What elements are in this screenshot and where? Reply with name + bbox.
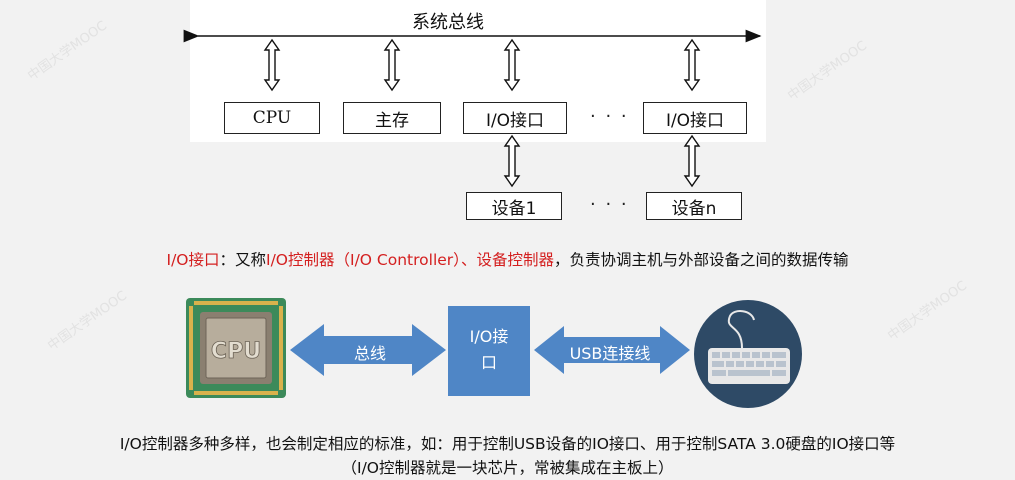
illustration-arrows <box>290 324 690 376</box>
io-interface-module: I/O接口 <box>643 102 747 134</box>
keyboard-icon <box>694 300 802 408</box>
ellipsis: · · · <box>590 194 629 215</box>
bus-diagram-lines <box>183 29 762 188</box>
usb-cable-arrow <box>534 326 690 374</box>
cpu-module: CPU <box>224 102 320 134</box>
double-arrow <box>383 38 401 92</box>
definition-alias-2: 设备控制器 <box>476 251 554 269</box>
bus-arrow <box>290 324 446 376</box>
usb-arrow-label: USB连接线 <box>569 344 651 363</box>
double-arrow <box>263 38 281 92</box>
double-arrow <box>683 38 701 92</box>
definition-term: I/O接口 <box>166 251 220 269</box>
cpu-chip-text: CPU <box>211 339 261 364</box>
ellipsis: · · · <box>590 106 629 127</box>
cpu-chip-icon: CPU <box>186 298 286 398</box>
double-arrow <box>503 134 521 188</box>
double-arrow <box>503 38 521 92</box>
device-n: 设备n <box>646 192 742 220</box>
definition-alias-1: I/O控制器（I/O Controller） <box>266 251 461 269</box>
device-1: 设备1 <box>466 192 562 220</box>
bus-arrow-label: 总线 <box>353 344 386 363</box>
memory-module: 主存 <box>343 102 441 134</box>
note-line-1: I/O控制器多种多样，也会制定相应的标准，如：用于控制USB设备的IO接口、用于… <box>119 435 896 453</box>
io-interface-module: I/O接口 <box>463 102 567 134</box>
io-interface-box: I/O接 口 <box>448 306 530 396</box>
note-line-2: （I/O控制器就是一块芯片，常被集成在主板上） <box>341 459 674 477</box>
definition-text: I/O接口：又称I/O控制器（I/O Controller）、设备控制器，负责协… <box>166 251 849 269</box>
system-bus-label: 系统总线 <box>408 8 488 34</box>
double-arrow <box>683 134 701 188</box>
io-interface-label: I/O接 口 <box>469 327 509 372</box>
